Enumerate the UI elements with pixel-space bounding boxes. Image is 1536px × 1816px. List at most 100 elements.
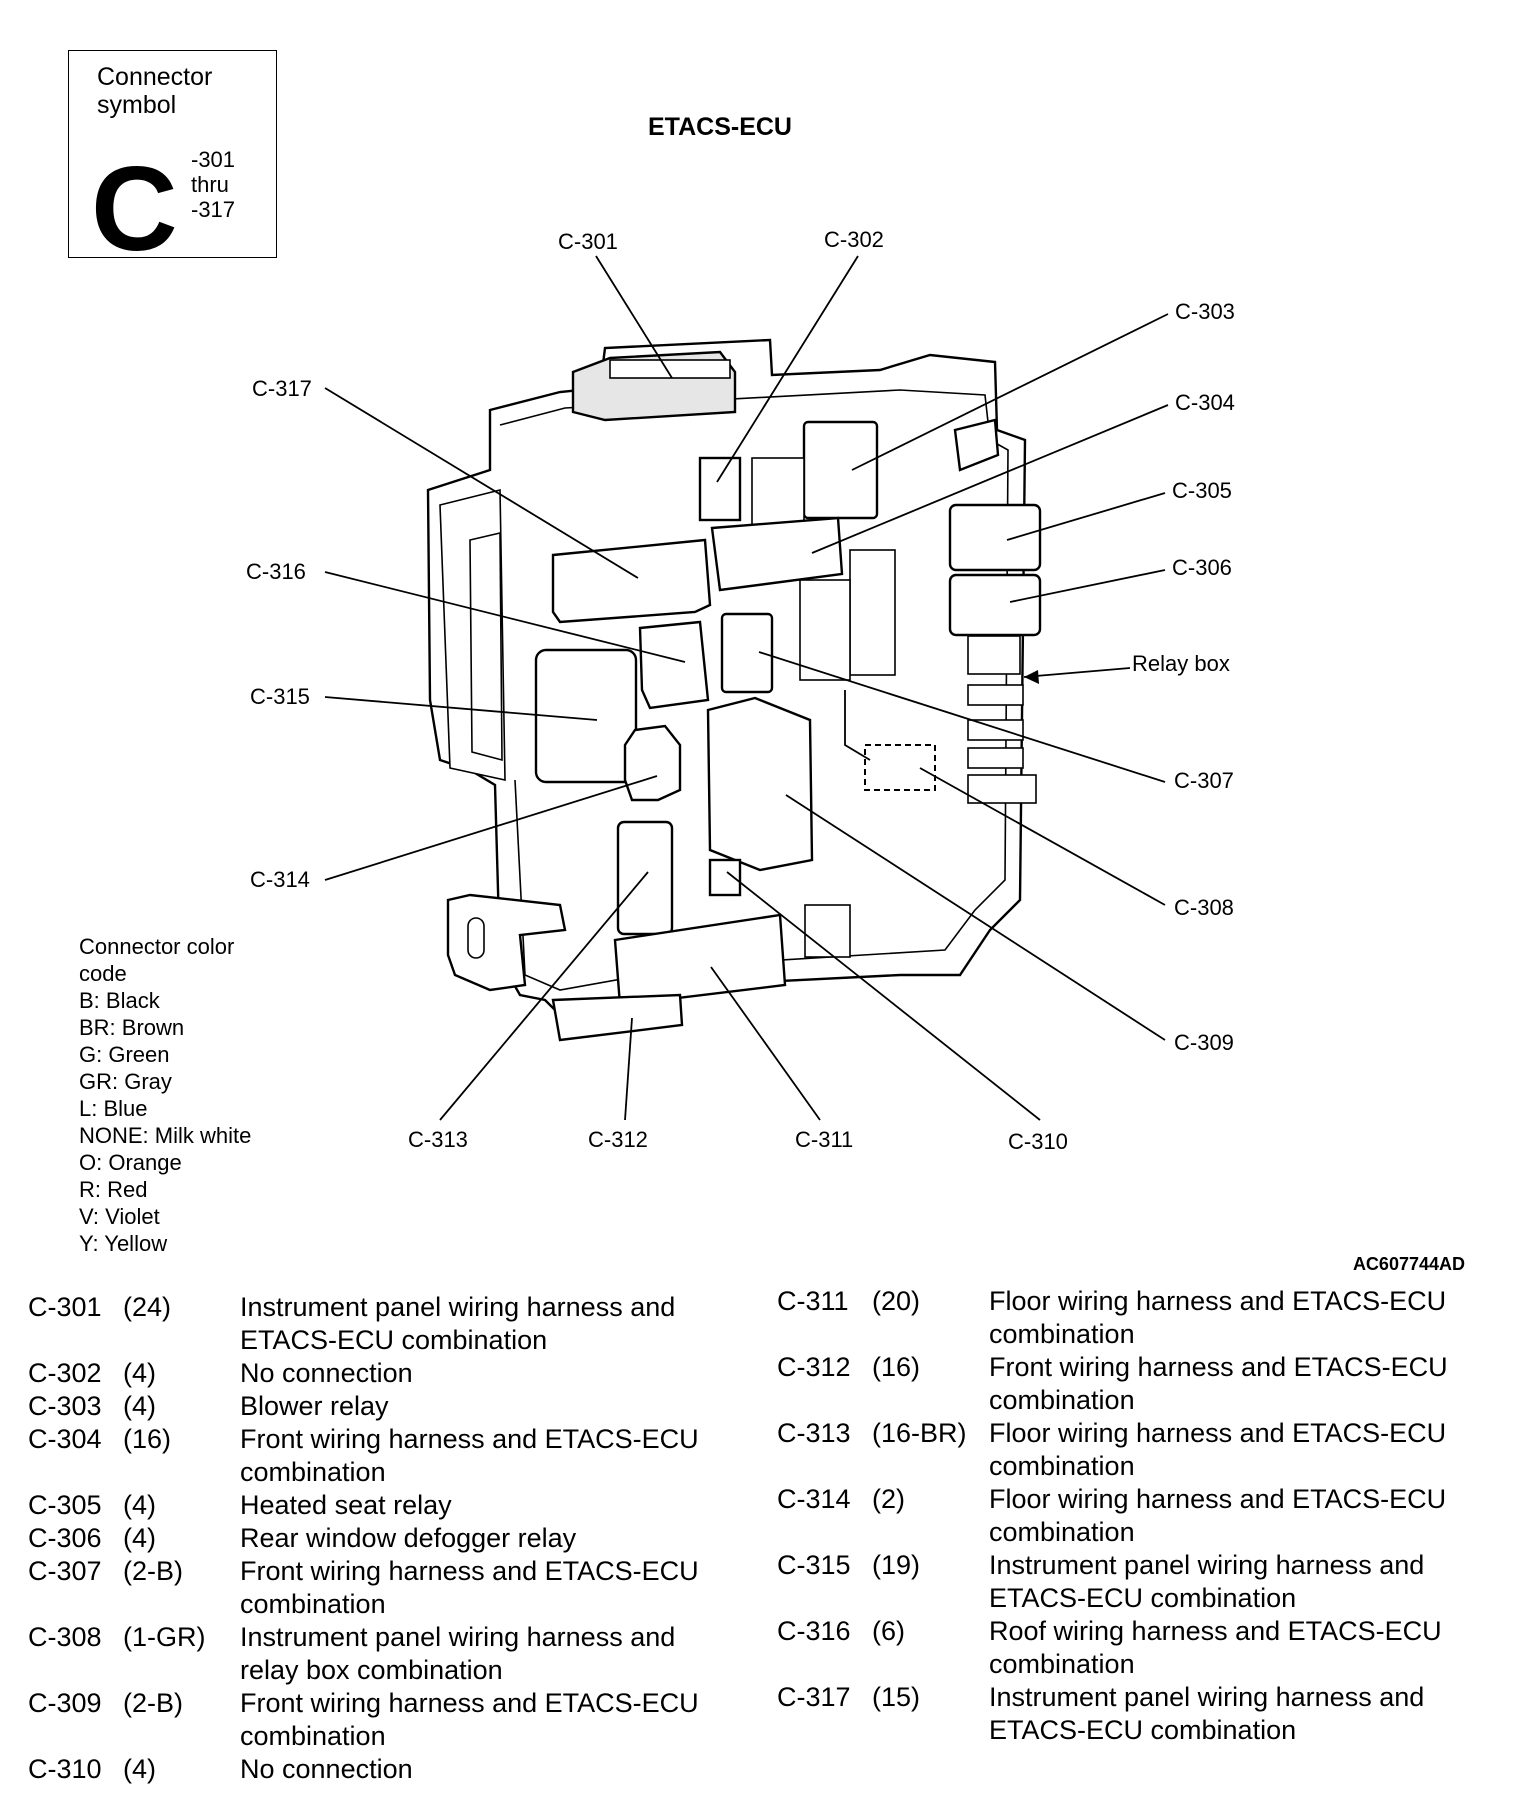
legend-id: C-301 — [28, 1292, 102, 1322]
leader-relay-box — [1023, 667, 1131, 678]
leader-c302 — [716, 255, 859, 483]
connector-c317 — [551, 538, 712, 624]
legend-pins: (6) — [872, 1616, 905, 1646]
leader-c308 — [919, 767, 1166, 906]
leader-c304 — [811, 404, 1169, 554]
relay-c305 — [948, 503, 1042, 572]
color-code-item: BR: Brown — [79, 1015, 185, 1040]
legend-id: C-316 — [777, 1616, 851, 1646]
leader-c303 — [851, 313, 1169, 471]
legend-pins: (4) — [123, 1523, 156, 1553]
symbol-range-end: -317 — [191, 197, 236, 222]
diagram-title: ETACS-ECU — [648, 113, 792, 141]
legend-desc-cont: combination — [989, 1649, 1135, 1679]
legend-id: C-303 — [28, 1391, 102, 1421]
symbol-heading: Connector symbol — [97, 63, 213, 119]
legend-pins: (2) — [872, 1484, 905, 1514]
mounting-bracket-hole — [467, 917, 485, 959]
legend-id: C-310 — [28, 1754, 102, 1784]
relay-box-label: Relay box — [1132, 651, 1230, 676]
leader-c310 — [726, 871, 1041, 1121]
legend-desc: Floor wiring harness and ETACS-ECU — [989, 1418, 1447, 1448]
connector-c314 — [623, 724, 682, 802]
connector-c304 — [710, 516, 844, 592]
connector-c313 — [616, 820, 674, 936]
mounting-tab-right — [953, 418, 1000, 472]
connector-c312 — [551, 993, 684, 1042]
leader-c317 — [324, 387, 639, 579]
connector-c316 — [638, 620, 710, 710]
leader-c309 — [785, 794, 1166, 1041]
color-code-item: O: Orange — [79, 1150, 182, 1175]
legend-id: C-304 — [28, 1424, 102, 1454]
legend-desc: Instrument panel wiring harness and — [989, 1550, 1425, 1580]
relay-c306 — [948, 573, 1042, 637]
legend-desc-cont: ETACS-ECU combination — [989, 1715, 1297, 1745]
color-code-item: NONE: Milk white — [79, 1123, 252, 1148]
legend-pins: (15) — [872, 1682, 921, 1712]
relay-box-terminal-2 — [967, 719, 1024, 741]
legend-id: C-307 — [28, 1556, 102, 1586]
legend-pins: (4) — [123, 1391, 156, 1421]
connector-c311 — [613, 913, 787, 1007]
connector-c307 — [720, 612, 774, 694]
color-code-heading-2: code — [79, 961, 127, 986]
legend-desc: Instrument panel wiring harness and — [989, 1682, 1425, 1712]
legend-id: C-305 — [28, 1490, 102, 1520]
callout-c313: C-313 — [408, 1127, 468, 1152]
legend-id: C-302 — [28, 1358, 102, 1388]
leader-c315 — [324, 696, 598, 721]
legend-id: C-317 — [777, 1682, 851, 1712]
callout-c316: C-316 — [246, 559, 306, 584]
legend-desc: Roof wiring harness and ETACS-ECU — [989, 1616, 1442, 1646]
legend-right: C-311(20)Floor wiring harness and ETACS-… — [777, 1285, 1517, 1765]
legend-desc: Heated seat relay — [240, 1490, 452, 1520]
legend-desc-cont: combination — [989, 1451, 1135, 1481]
callout-c307: C-307 — [1174, 768, 1234, 793]
legend-desc: Instrument panel wiring harness and — [240, 1622, 676, 1652]
relay-box-terminal-3 — [967, 747, 1024, 769]
etacs-ecu-drawing — [324, 255, 1169, 1121]
symbol-range-thru: thru — [191, 172, 229, 197]
relay-box-terminal-1 — [967, 684, 1024, 706]
legend-desc-cont: ETACS-ECU combination — [240, 1325, 548, 1355]
legend-pins: (16) — [123, 1424, 172, 1454]
color-code-item: R: Red — [79, 1177, 148, 1202]
legend-id: C-308 — [28, 1622, 102, 1652]
symbol-range-start: -301 — [191, 147, 236, 172]
callout-c308: C-308 — [1174, 895, 1234, 920]
ecu-left-side-rib — [469, 531, 503, 762]
callout-c315: C-315 — [250, 684, 310, 709]
legend-pins: (4) — [123, 1358, 156, 1388]
leader-c306 — [1009, 569, 1166, 603]
leader-c307 — [758, 651, 1166, 783]
module-c309 — [706, 696, 814, 872]
legend-desc: Front wiring harness and ETACS-ECU — [240, 1688, 699, 1718]
relay-c303 — [802, 420, 879, 520]
relay-box-base — [967, 635, 1021, 675]
leader-c312 — [624, 1017, 633, 1121]
callout-c310: C-310 — [1008, 1129, 1068, 1154]
connector-c310 — [708, 858, 742, 897]
legend-desc: Front wiring harness and ETACS-ECU — [240, 1556, 699, 1586]
legend-desc-cont: combination — [989, 1385, 1135, 1415]
legend-desc-cont: combination — [240, 1457, 386, 1487]
legend-id: C-311 — [777, 1286, 849, 1316]
connector-c301-latch — [609, 359, 731, 379]
connector-symbol-box: Connector symbol C -301 thru -317 — [68, 50, 277, 269]
color-code-item: GR: Gray — [79, 1069, 172, 1094]
leader-c311 — [710, 966, 821, 1121]
symbol-range: -301 thru -317 — [191, 147, 235, 222]
legend-pins: (4) — [123, 1490, 156, 1520]
small-block-c311-right — [804, 904, 851, 958]
relay-c303-socket — [751, 457, 805, 529]
legend-left: C-301(24)Instrument panel wiring harness… — [28, 1291, 728, 1811]
legend-pins: (2-B) — [123, 1688, 183, 1718]
color-code-item: G: Green — [79, 1042, 170, 1067]
color-code-list: Connector color code B: Black BR: Brown … — [79, 933, 251, 1257]
color-code-item: B: Black — [79, 988, 160, 1013]
legend-pins: (16) — [872, 1352, 921, 1382]
callout-c311: C-311 — [795, 1127, 854, 1152]
callout-c306: C-306 — [1172, 555, 1232, 580]
legend-desc: No connection — [240, 1754, 413, 1784]
